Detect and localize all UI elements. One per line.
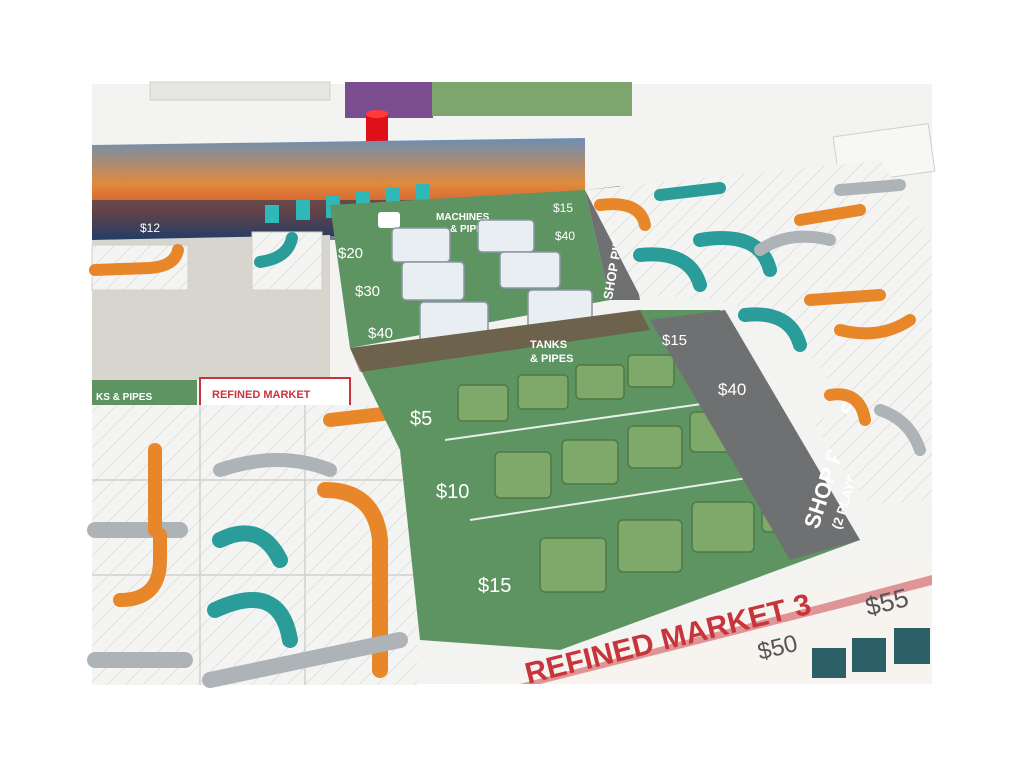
machine-shop-price-40: $40 (555, 229, 575, 243)
player-marker[interactable] (366, 110, 388, 142)
left-tanks-label: KS & PIPES (96, 392, 152, 403)
machine-shop-price-15: $15 (553, 201, 573, 215)
tanks-title: TANKS (530, 339, 567, 351)
tanks-subtitle: & PIPES (530, 353, 573, 365)
oil-drop-icons (812, 628, 930, 678)
machine-price-20: $20 (338, 245, 363, 262)
machines-subtitle: & PIPES (450, 224, 490, 235)
pipe-tile-loose[interactable] (89, 231, 323, 291)
tank-shop-price-15: $15 (662, 332, 687, 349)
machines-title: MACHINES (436, 212, 490, 223)
machines-shop-board: MACHINES & PIPES $20 $30 $40 (330, 190, 610, 348)
tank-price-5: $5 (410, 408, 432, 430)
tank-shop-price-40: $40 (718, 380, 746, 399)
tank-price-10: $10 (436, 481, 469, 503)
machine-price-40: $40 (368, 325, 393, 342)
refined-market-board-bottom: REFINED MARKET 3 $50 $55 (480, 556, 932, 691)
pipe-tile-grid-left[interactable] (87, 405, 417, 688)
tank-price-15: $15 (478, 575, 511, 597)
top-track-value: $12 (140, 221, 160, 235)
machine-price-30: $30 (355, 283, 380, 300)
pipe-tile-grid-right[interactable] (585, 160, 932, 505)
refined-market-left-title: REFINED MARKET (212, 389, 311, 401)
